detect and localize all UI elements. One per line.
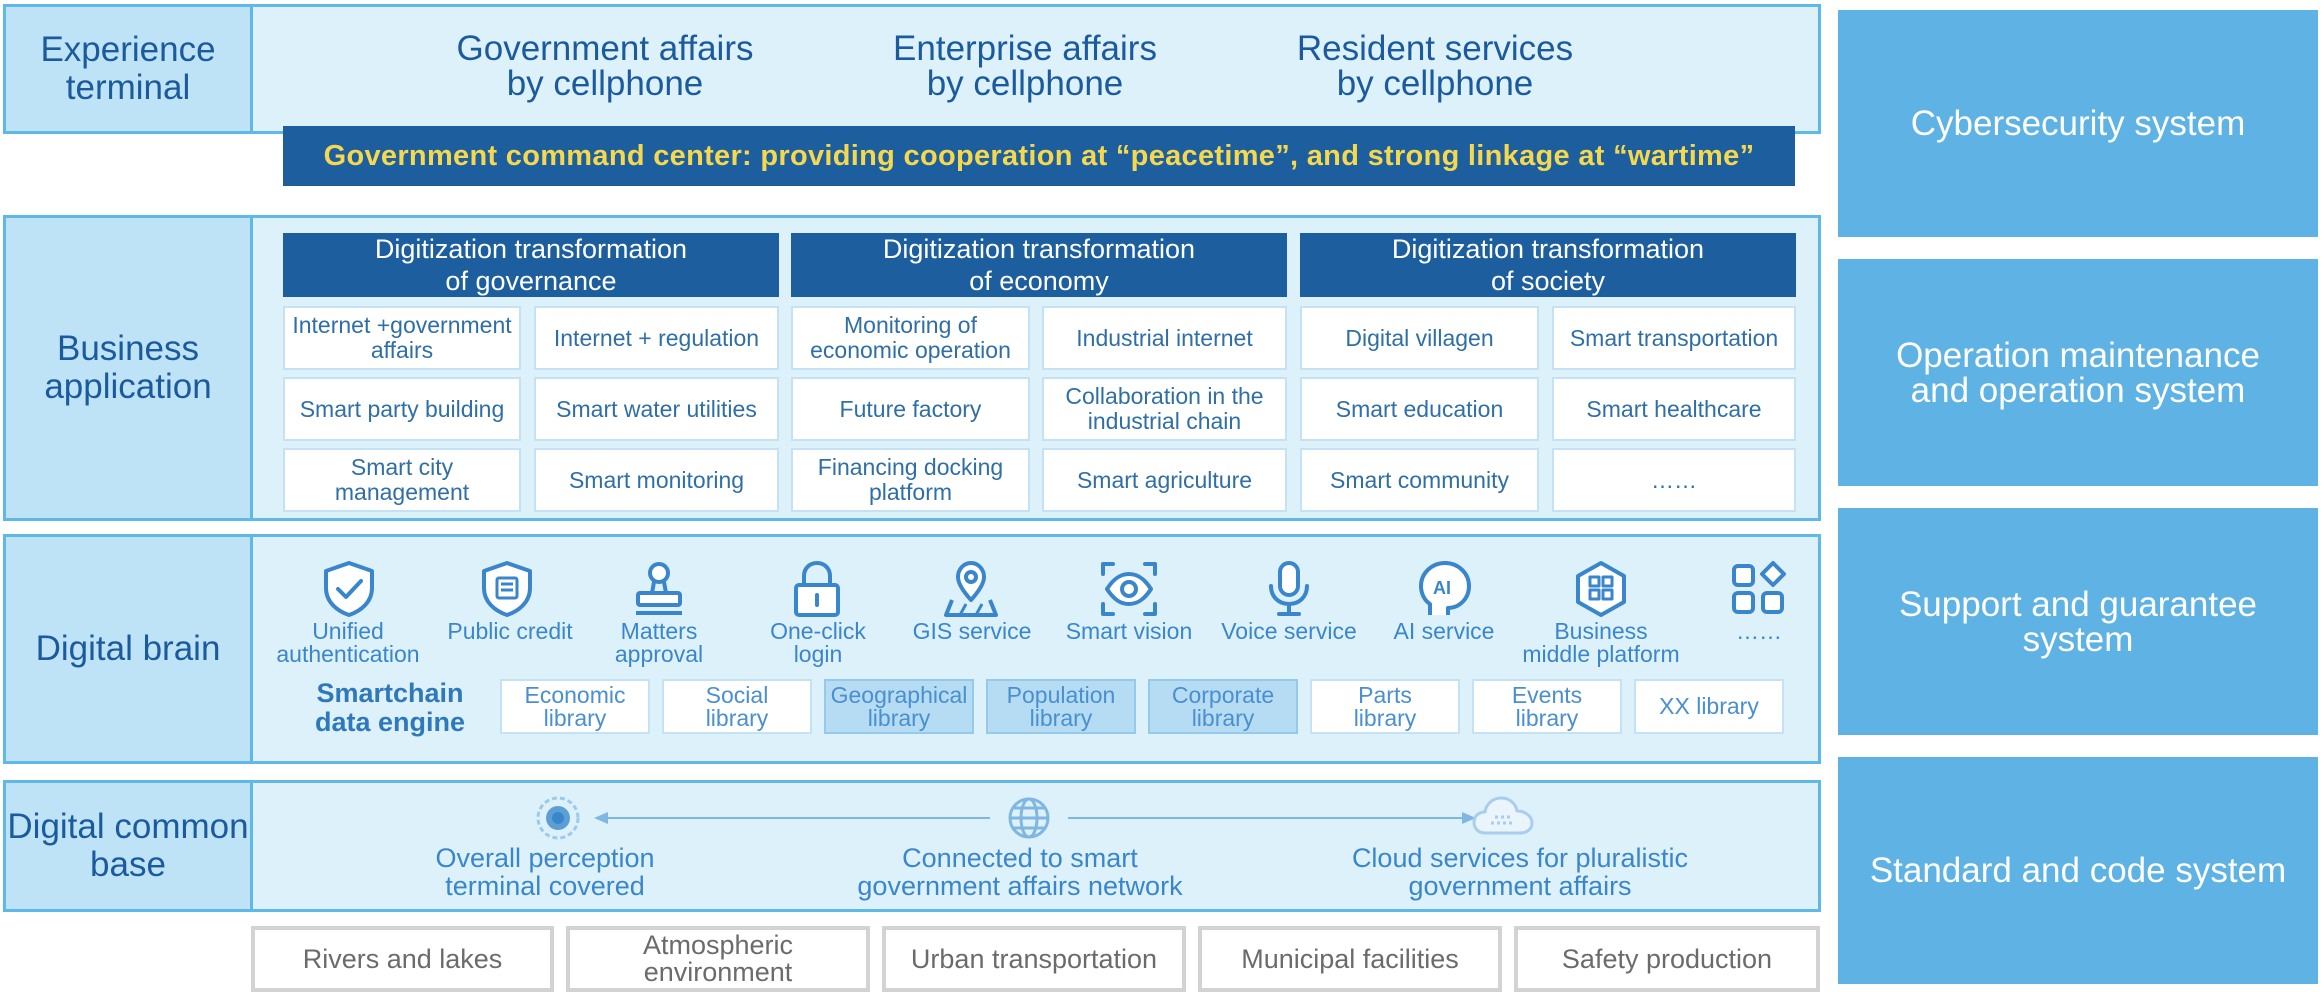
governance-column-title: Digitization transformation of governanc…	[283, 233, 779, 297]
grid-platform-icon	[1570, 558, 1632, 620]
service-label: GIS service	[912, 618, 1032, 644]
library-box-highlighted: Population library	[986, 679, 1136, 734]
operation-maintenance-system-box: Operation maintenance and operation syst…	[1838, 259, 2318, 486]
business-application-label: Business application	[6, 218, 253, 518]
library-box: Economic library	[500, 679, 650, 734]
map-pin-icon	[940, 558, 1002, 620]
digital-brain-label: Digital brain	[6, 537, 253, 761]
digital-common-base-layer	[3, 780, 1821, 912]
service-label: Business middle platform	[1522, 618, 1680, 667]
service-label: Matters approval	[614, 618, 704, 667]
command-center-banner: Government command center: providing coo…	[283, 126, 1795, 186]
experience-item-resident: Resident services by cellphone	[1296, 29, 1574, 103]
library-box: XX library	[1634, 679, 1784, 734]
society-column-title: Digitization transformation of society	[1300, 233, 1796, 297]
business-cell: Smart city management	[283, 448, 521, 512]
business-cell: ……	[1552, 448, 1796, 512]
scenario-box: Urban transportation	[882, 926, 1186, 992]
base-item-cloud: Cloud services for pluralistic governmen…	[1351, 842, 1689, 901]
business-cell: Smart community	[1300, 448, 1539, 512]
cybersecurity-system-box: Cybersecurity system	[1838, 10, 2318, 237]
experience-item-enterprise: Enterprise affairs by cellphone	[893, 29, 1157, 103]
business-cell: Smart education	[1300, 377, 1539, 441]
business-cell: Smart water utilities	[534, 377, 779, 441]
perception-terminal-icon	[532, 794, 584, 842]
scenario-box: Municipal facilities	[1198, 926, 1502, 992]
business-cell: Internet +government affairs	[283, 306, 521, 370]
support-guarantee-system-box: Support and guarantee system	[1838, 508, 2318, 735]
experience-terminal-layer	[3, 4, 1821, 134]
scenario-box: Safety production	[1514, 926, 1820, 992]
experience-item-government: Government affairs by cellphone	[456, 29, 754, 103]
stamp-icon	[628, 558, 690, 620]
lock-icon	[786, 558, 848, 620]
business-cell: Industrial internet	[1042, 306, 1287, 370]
service-label: Unified authentication	[276, 618, 420, 667]
business-cell: Monitoring of economic operation	[791, 306, 1030, 370]
library-box: Parts library	[1310, 679, 1460, 734]
digital-common-base-label: Digital common base	[6, 783, 253, 909]
economy-column-title: Digitization transformation of economy	[791, 233, 1287, 297]
eye-icon	[1098, 558, 1160, 620]
scenario-box: Atmospheric environment	[566, 926, 870, 992]
library-box-highlighted: Geographical library	[824, 679, 974, 734]
credit-shield-icon	[476, 558, 538, 620]
cloud-icon	[1470, 792, 1536, 842]
library-box: Events library	[1472, 679, 1622, 734]
service-label: One-click login	[770, 618, 866, 667]
business-cell: Smart agriculture	[1042, 448, 1287, 512]
business-cell: Smart party building	[283, 377, 521, 441]
business-cell: Smart monitoring	[534, 448, 779, 512]
scenario-box: Rivers and lakes	[251, 926, 554, 992]
shield-check-icon	[318, 558, 380, 620]
microphone-icon	[1258, 558, 1320, 620]
service-label: AI service	[1393, 618, 1495, 644]
business-cell: Smart healthcare	[1552, 377, 1796, 441]
base-item-perception: Overall perception terminal covered	[435, 842, 655, 901]
smartchain-data-engine-label: Smartchain data engine	[314, 677, 466, 737]
standard-code-system-box: Standard and code system	[1838, 757, 2318, 984]
service-label: Voice service	[1221, 618, 1357, 644]
business-cell: Digital villagen	[1300, 306, 1539, 370]
ai-head-icon: AI	[1414, 558, 1476, 620]
business-cell: Financing docking platform	[791, 448, 1030, 512]
service-label: Smart vision	[1065, 618, 1193, 644]
more-apps-icon	[1728, 558, 1790, 620]
service-label: Public credit	[447, 618, 573, 644]
business-cell: Internet + regulation	[534, 306, 779, 370]
service-label: ……	[1736, 618, 1782, 644]
base-item-network: Connected to smart government affairs ne…	[857, 842, 1183, 901]
experience-terminal-label: Experience terminal	[6, 7, 253, 131]
business-cell: Collaboration in the industrial chain	[1042, 377, 1287, 441]
svg-text:AI: AI	[1433, 578, 1451, 598]
base-connector-arrows	[594, 812, 1476, 824]
business-cell: Future factory	[791, 377, 1030, 441]
globe-network-icon	[1004, 794, 1054, 842]
business-cell: Smart transportation	[1552, 306, 1796, 370]
library-box-highlighted: Corporate library	[1148, 679, 1298, 734]
library-box: Social library	[662, 679, 812, 734]
